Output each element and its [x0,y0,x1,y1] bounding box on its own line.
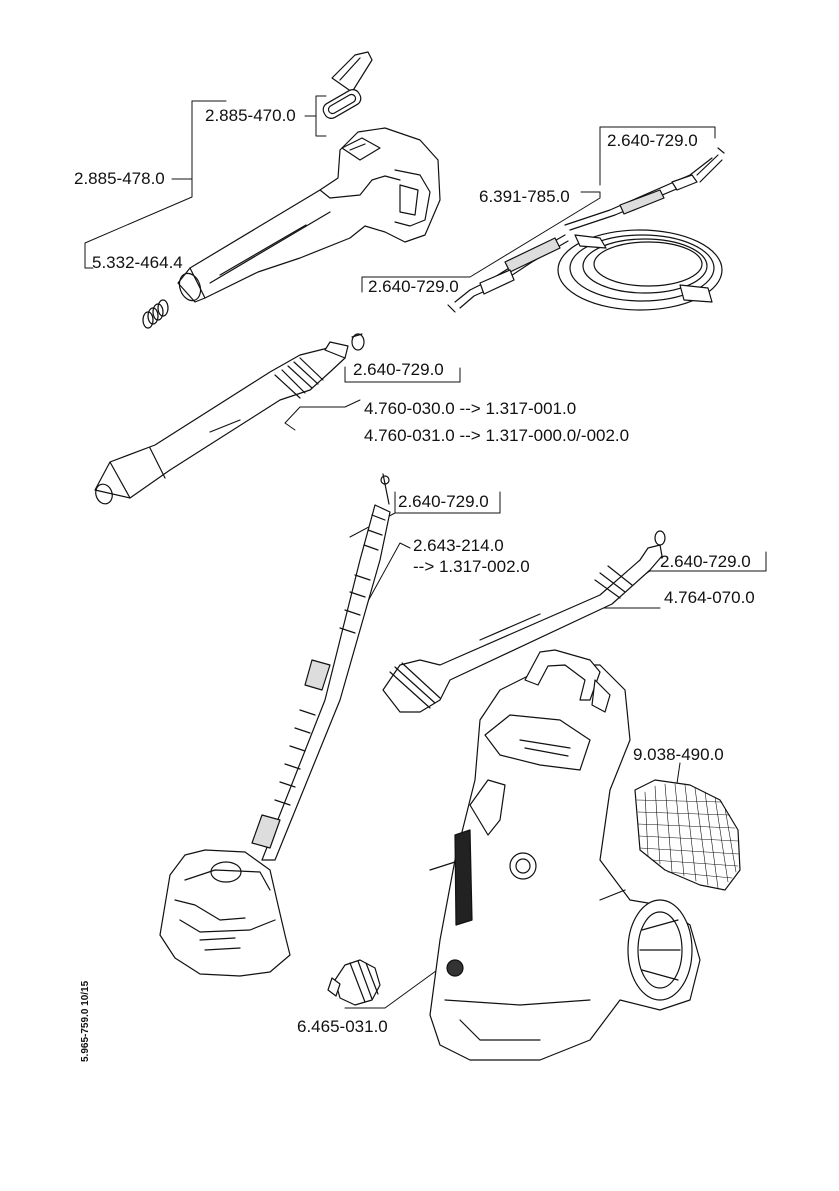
label-surface-cleaner-a: 2.643-214.0 [413,536,504,555]
surface-cleaner-head [159,849,291,977]
label-vario-lance-b: 4.760-031.0 --> 1.317-000.0/-002.0 [364,426,630,445]
document-code: 5.965-759.0 10/15 [80,980,91,1062]
label-vario-oring: 2.640-729.0 [353,360,444,379]
label-hose: 6.391-785.0 [479,187,570,206]
trigger-clip [322,51,373,119]
vario-lance [94,333,365,505]
label-coupling: 6.465-031.0 [297,1017,388,1036]
water-filter [634,779,741,891]
label-powder-oring: 2.640-729.0 [660,552,751,571]
trigger-gun [177,127,441,303]
pressure-washer-body [429,649,701,1061]
label-hose-end-top: 2.640-729.0 [607,131,698,150]
high-pressure-hose [447,147,725,313]
hose-coupling [327,959,381,1006]
label-powder-lance: 4.764-070.0 [664,588,755,607]
surface-cleaner-lance [251,473,391,861]
label-filter: 9.038-490.0 [633,745,724,764]
label-hose-end-bottom: 2.640-729.0 [368,277,459,296]
gun-spring [142,299,169,329]
label-trigger-gun: 2.885-478.0 [74,169,165,188]
label-trigger-clip: 2.885-470.0 [205,106,296,125]
powder-lance [382,530,666,713]
label-surface-cleaner-b: --> 1.317-002.0 [413,557,530,576]
label-gun-spring: 5.332-464.4 [92,253,183,272]
label-surface-oring: 2.640-729.0 [398,492,489,511]
label-vario-lance-a: 4.760-030.0 --> 1.317-001.0 [364,399,577,418]
